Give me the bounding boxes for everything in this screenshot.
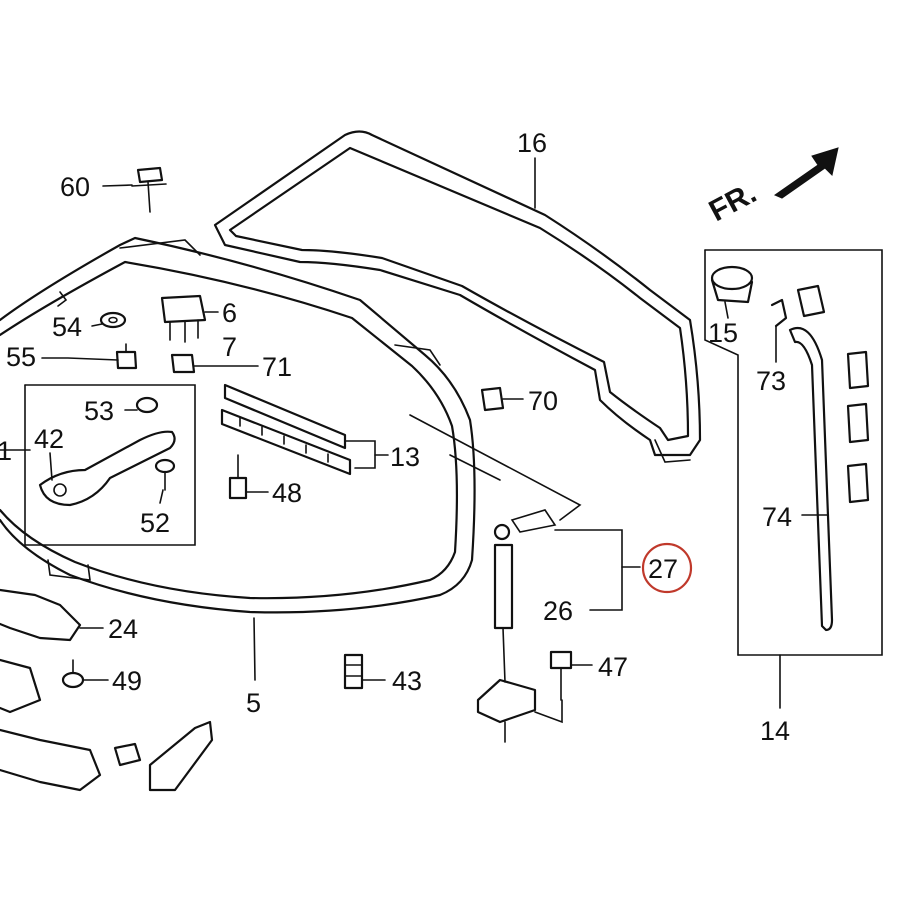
part-73-clip [770,298,788,328]
part-14-sleeves [796,284,870,504]
part-60-bolt [131,166,167,213]
callout-47: 47 [598,652,628,682]
part-26-strut [476,509,557,724]
part-74-tube [788,327,834,632]
part-71-nut [170,353,196,374]
callout-27: 27 [648,554,678,584]
part-42-linkage [38,430,176,507]
part-24-hinge [0,588,82,642]
callout-60: 60 [60,172,90,202]
part-15-fitting [710,265,754,304]
highlight-circle-27 [641,542,693,594]
callout-55: 55 [6,342,36,372]
callout-52: 52 [140,508,170,538]
part-6-bracket [160,294,207,343]
part-52-screw [154,458,176,491]
callout-43: 43 [392,666,422,696]
part-48-bolt [228,454,248,500]
callout-42: 42 [34,424,64,454]
callout-15: 15 [708,318,738,348]
callout-54: 54 [52,312,82,342]
part-13-strips [220,383,352,476]
direction-label: FR. [704,176,762,228]
callout-6: 6 [222,298,237,328]
callout-48: 48 [272,478,302,508]
callout-7: 7 [222,332,237,362]
callout-53: 53 [84,396,114,426]
leader-lines [0,157,829,743]
callout-24: 24 [108,614,138,644]
forward-arrow-icon [773,147,839,199]
part-14-group-box [704,249,883,656]
part-70-nut [480,386,505,412]
callout-70: 70 [528,386,558,416]
callout-73: 73 [756,366,786,396]
callout-labels: 60 16 6 7 54 55 71 53 42 41 52 13 48 70 … [0,128,792,746]
part-55-clip [115,343,138,370]
part-16-frame [213,130,702,463]
callout-74: 74 [762,502,792,532]
part-49-bolt [61,659,85,689]
callout-5: 5 [246,688,261,718]
part-47-bolt [549,650,573,701]
part-5-panel [0,236,476,614]
part-53-screw [135,396,159,414]
callout-13: 13 [390,442,420,472]
callout-71: 71 [262,352,292,382]
callout-49: 49 [112,666,142,696]
callout-16: 16 [517,128,547,158]
callout-41: 41 [0,436,12,466]
lower-left-assembly [0,658,214,792]
part-41-group-box [24,384,196,546]
part-43-fastener [343,653,364,690]
callout-14: 14 [760,716,790,746]
callout-26: 26 [543,596,573,626]
part-54-washer [99,311,127,329]
